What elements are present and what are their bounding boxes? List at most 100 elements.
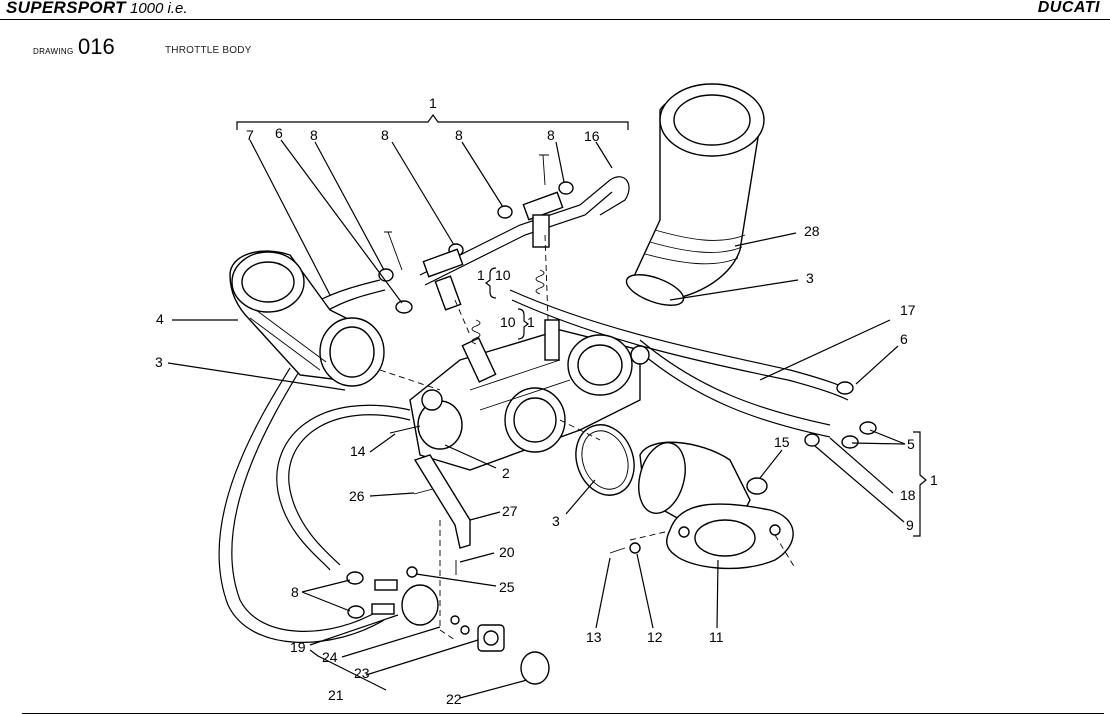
fitting-t-right [522,191,564,248]
clamp-15 [746,477,768,495]
hose-7 [319,279,381,301]
callout-18: 18 [900,487,916,503]
spring-10a [535,269,545,295]
callout-8e: 8 [291,584,299,600]
fitting-t-left [422,248,464,311]
callout-28: 28 [804,223,820,239]
guide-6 [454,299,471,336]
callout-6b: 6 [900,331,908,347]
drawing-label: DRAWING [33,47,74,56]
model-title: SUPERSPORT 1000 i.e. [6,0,188,18]
hose-17-b [511,299,849,401]
brace-10a [485,267,497,299]
header-divider [0,19,1110,20]
callout-19: 19 [290,639,306,655]
callout-21: 21 [328,687,344,703]
callout-13: 13 [586,629,602,645]
callout-14: 14 [350,443,366,459]
callout-15: 15 [774,434,790,450]
sensor-19 [371,566,439,626]
callout-6a: 6 [275,125,283,141]
guide-4 [439,520,456,641]
guide-1 [379,369,441,391]
hose-17-a [509,289,851,391]
model-name: SUPERSPORT [6,0,126,17]
callout-8a: 8 [310,127,318,143]
bolt-top-right [539,154,549,186]
screw-14 [389,425,421,434]
guide-7 [774,534,796,569]
callout-8b: 8 [381,127,389,143]
callout-1-10a: 1 [477,267,485,283]
callout-12: 12 [647,629,663,645]
clamp-5a [859,421,877,435]
brand-logo: DUCATI [1037,0,1100,16]
callout-20: 20 [499,544,515,560]
callout-1-right: 1 [930,472,938,488]
callout-10b: 10 [500,314,516,330]
callout-1-10b: 1 [527,314,535,330]
sensor-23 [450,615,505,652]
leader-lines [167,139,906,699]
hose-loop-inner [276,404,411,571]
hose-18-b [639,351,831,438]
model-variant: 1000 i.e. [125,0,188,17]
callout-4: 4 [156,311,164,327]
clamp-6b [836,381,854,395]
hose-left-outer [231,369,381,632]
clamp-8e-a [346,571,364,585]
hose-7b [324,289,386,313]
drawing-title: THROTTLE BODY [165,45,252,56]
callout-7: 7 [246,127,254,143]
clamp-8c [497,205,513,219]
callout-26: 26 [349,488,365,504]
bolt-top-left [384,231,403,271]
group-bracket-bottom [309,649,387,691]
drawing-number: 016 [78,34,115,59]
screw-13 [609,547,626,554]
callout-17: 17 [900,302,916,318]
callout-5: 5 [907,436,915,452]
clamp-6a [395,300,413,314]
guide-2 [559,419,601,441]
intake-duct-upper-right [625,83,765,306]
callout-25: 25 [499,579,515,595]
hose-top-a [419,176,630,276]
hose-top-b [424,191,613,286]
callout-24: 24 [322,649,338,665]
hose-loop-outer [288,414,411,566]
callout-11: 11 [709,629,724,645]
washer-12 [629,542,641,554]
hose-18-a [639,339,831,426]
callout-3b: 3 [155,354,163,370]
callout-3a: 3 [806,270,814,286]
callout-3c: 3 [552,513,560,529]
callout-2: 2 [502,465,510,481]
group-bracket-right [913,431,927,537]
intake-elbow-left [229,250,385,387]
guide-5 [544,234,549,321]
callout-9: 9 [906,517,914,533]
callout-27: 27 [502,503,518,519]
brace-10b [517,308,529,340]
callout-22: 22 [446,691,462,707]
clamp-8e-b [347,605,365,619]
hose-clamp-3c [575,424,635,496]
group-bracket-top [236,113,629,130]
bracket-27 [413,454,471,549]
callout-16: 16 [584,128,600,144]
callout-8c: 8 [455,127,463,143]
spring-10b [471,319,481,345]
clamp-9 [804,433,820,447]
throttle-body-main [409,319,650,471]
callout-23: 23 [354,665,370,681]
callout-8d: 8 [547,127,555,143]
clamp-8d [558,181,574,195]
clamp-5b [841,435,859,449]
intake-duct-lower-right [638,441,794,570]
callout-10a: 10 [495,267,511,283]
hose-left-inner [218,367,385,643]
circlip-22 [520,651,550,685]
callout-1-top: 1 [429,95,437,111]
